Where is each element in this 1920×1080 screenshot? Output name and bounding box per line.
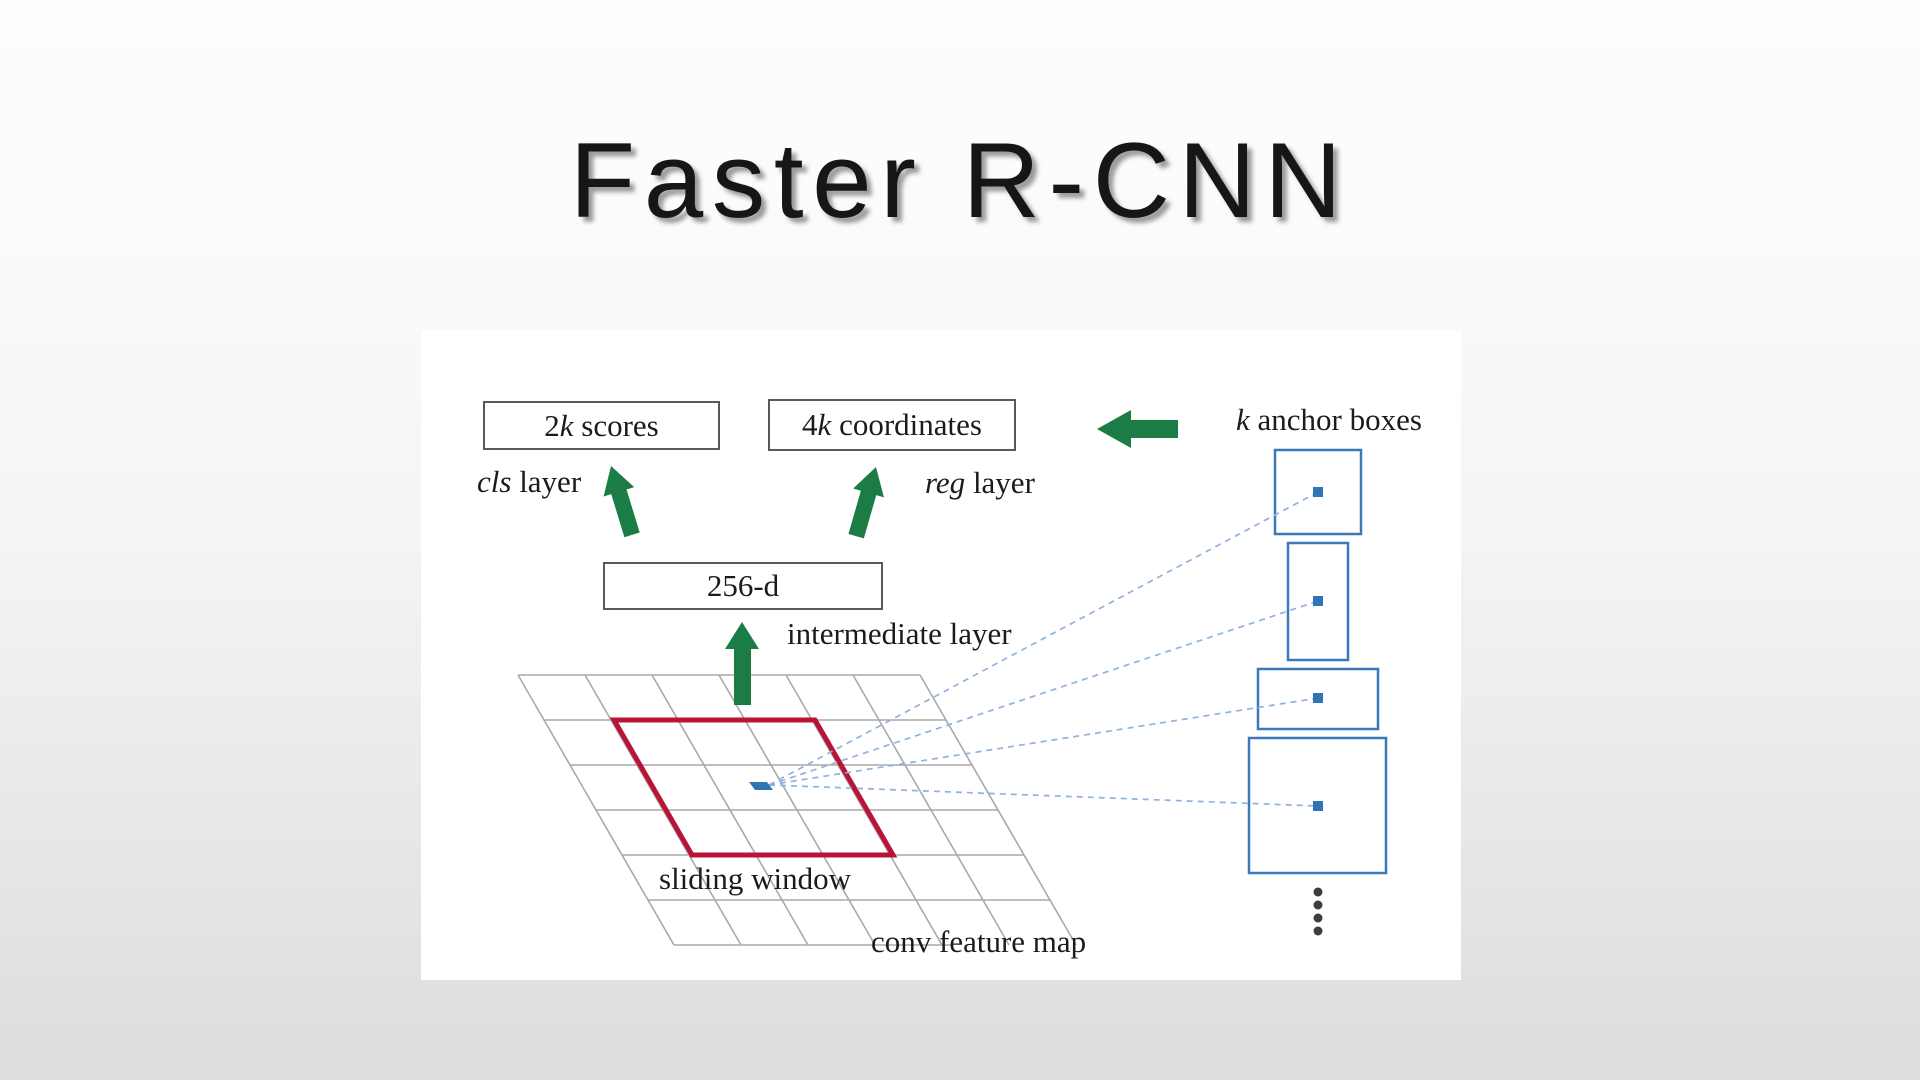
dimension-box: 256-d (603, 562, 883, 610)
sliding-window-center-dot (749, 782, 773, 790)
green-arrows (603, 410, 1178, 705)
intermediate-arrow-up-icon (725, 622, 759, 705)
reg-layer-label: reg layer (925, 465, 1035, 500)
intermediate-layer-label: intermediate layer (787, 616, 1012, 651)
conv-feature-map-label: conv feature map (871, 924, 1087, 959)
anchor-connection-lines (768, 491, 1319, 807)
anchor-dot-3 (1313, 693, 1323, 703)
anchor-dot-2 (1313, 596, 1323, 606)
rpn-diagram-graphics (517, 410, 1388, 946)
sliding-window-outline (609, 717, 898, 858)
slide-title: Faster R-CNN (569, 120, 1351, 240)
more-anchors-ellipsis-icon (1313, 887, 1323, 936)
anchor-dot-1 (1313, 487, 1323, 497)
reg-arrow-up-icon (848, 467, 884, 539)
anchor-boxes-label: k anchor boxes (1236, 402, 1422, 437)
rpn-diagram-panel: 2k scores 4k coordinates 256-d cls layer… (421, 330, 1461, 980)
anchor-center-dots (749, 487, 1323, 811)
dimension-box-label: 256-d (706, 568, 780, 603)
scores-box: 2k scores (483, 401, 720, 450)
coordinates-box-label: 4k coordinates (802, 407, 982, 442)
cls-arrow-up-icon (603, 466, 640, 538)
coordinates-box: 4k coordinates (768, 399, 1016, 451)
anchor-arrow-left-icon (1097, 410, 1178, 448)
cls-layer-label: cls layer (477, 464, 582, 499)
anchor-dot-4 (1313, 801, 1323, 811)
scores-box-label: 2k scores (544, 407, 659, 443)
conv-feature-map-grid (517, 674, 1077, 946)
sliding-window-label: sliding window (659, 861, 852, 896)
